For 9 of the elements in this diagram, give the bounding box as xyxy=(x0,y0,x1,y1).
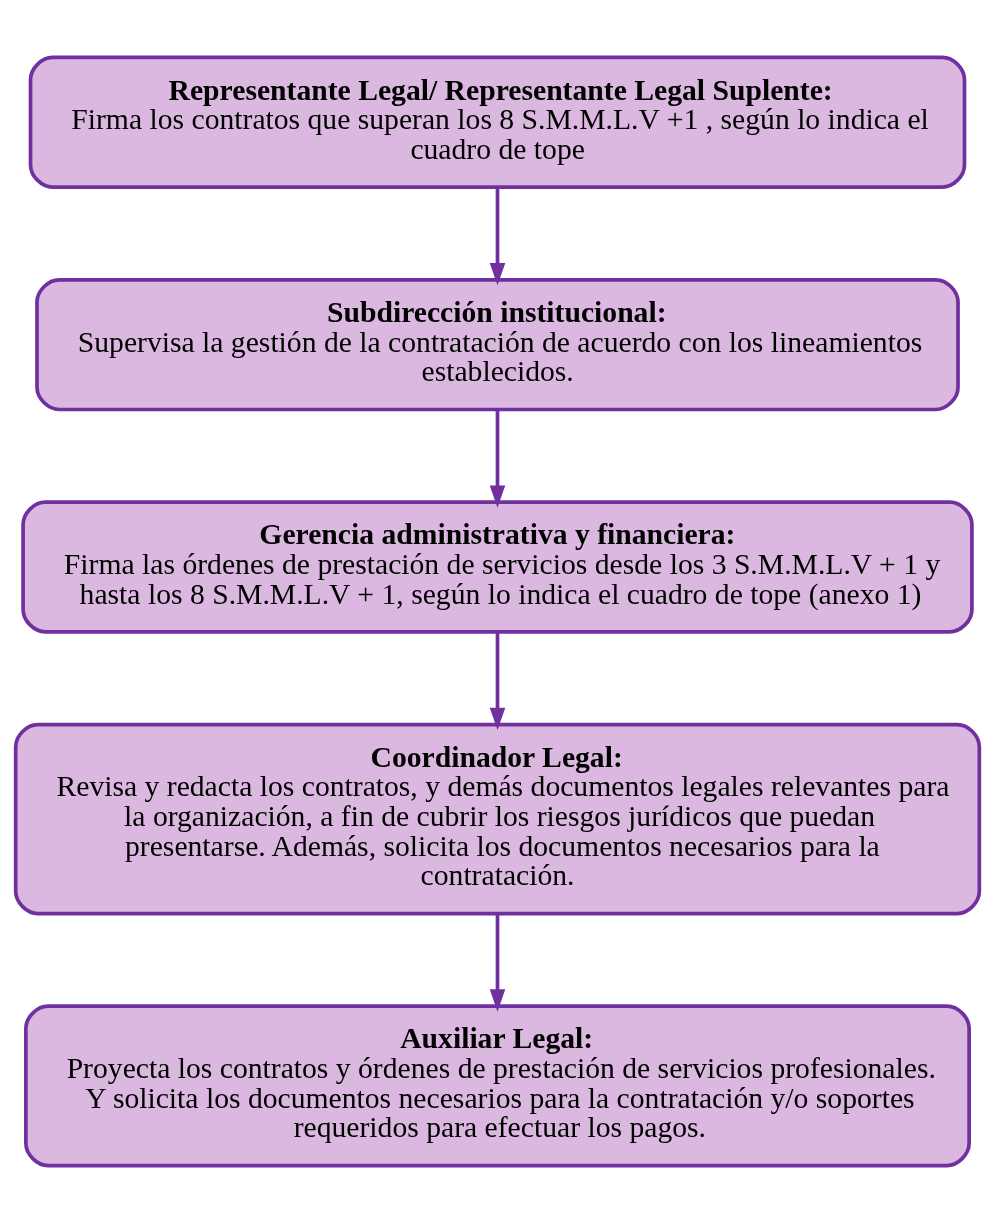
arrow xyxy=(489,913,506,1012)
arrow xyxy=(489,186,506,285)
node-box: Gerencia administrativa y financiera: Firma las órdenes de prestación de servicios desde los 3 S.M.M.L.V + 1 y hasta los 8 S.M.M.L.V + 1, según lo indica el cuadro de tope (anexo 1) xyxy=(21,499,974,634)
node-box: Subdirección institucional: Supervisa la gestión de la contratación de acuerdo con los lineamientos establecidos. xyxy=(35,277,960,411)
node-box: Coordinador Legal: Revisa y redacta los contratos, y demás documentos legales relevantes para la organización, a fin de cubrir los riesgos jurídicos que puedan presentarse. Además, solicita los documentos necesarios para la contratación. xyxy=(13,722,982,915)
arrow xyxy=(489,631,506,730)
arrow xyxy=(489,409,506,508)
node-box: Auxiliar Legal: Proyecta los contratos y órdenes de prestación de servicios profesionales. Y solicita los documentos necesarios para la contratación y/o soportes requeridos para efectuar los pagos. xyxy=(24,1003,971,1167)
node-box: Representante Legal/ Representante Legal Suplente: Firma los contratos que superan los 8 S.M.M.L.V +1 , según lo indica el cuadro de tope xyxy=(28,55,967,189)
